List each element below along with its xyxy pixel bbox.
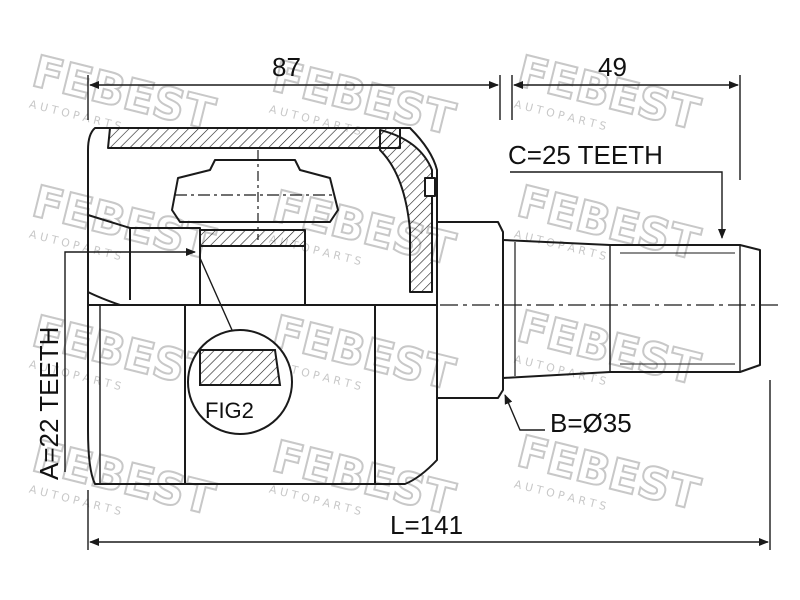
dim-label-b-diameter: B=Ø35 (550, 408, 632, 438)
dim-label-a-teeth: A=22 TEETH (34, 327, 64, 480)
watermark-9: FEBEST A U T O P A R T S (511, 300, 705, 396)
watermark-brand: FEBEST (512, 176, 704, 270)
leader-b-diameter (504, 394, 545, 431)
dim-label-l-141: L=141 (390, 510, 463, 540)
watermark-12: FEBEST A U T O P A R T S (511, 425, 705, 521)
housing-notch (424, 177, 436, 197)
watermark-8: FEBEST A U T O P A R T S (266, 305, 460, 401)
joint-body (87, 127, 780, 485)
watermark-brand: FEBEST (267, 306, 459, 400)
watermark-brand: FEBEST (512, 301, 704, 395)
watermark-layer: FEBEST A U T O P A R T S FEBEST A U T O … (26, 45, 705, 526)
watermark-brand: FEBEST (27, 46, 219, 140)
leader-c-teeth (510, 171, 726, 239)
watermark-6: FEBEST A U T O P A R T S (511, 175, 705, 271)
dimension-lines (64, 75, 771, 550)
ball-cage (171, 159, 339, 223)
dimension-labels: 87 49 C=25 TEETH B=Ø35 L=141 A=22 TEETH (34, 52, 663, 540)
watermark-brand: FEBEST (512, 426, 704, 520)
inner-hub (199, 229, 306, 247)
fig2-label: FIG2 (205, 398, 254, 423)
watermark-4: FEBEST A U T O P A R T S (26, 175, 220, 271)
dim-label-49: 49 (598, 52, 627, 82)
leader-a-teeth (64, 248, 196, 472)
detail-fig2: FIG2 (187, 257, 293, 435)
detail-hatch (199, 349, 282, 386)
housing-top-wall (107, 127, 401, 149)
housing-right-wall (379, 129, 433, 293)
dim-label-c-teeth: C=25 TEETH (508, 140, 663, 170)
dim-label-87: 87 (272, 52, 301, 82)
housing-outline (87, 127, 438, 485)
spline-section (502, 239, 761, 379)
stub-shaft (437, 221, 504, 399)
watermark-brand: FEBEST (27, 176, 219, 270)
